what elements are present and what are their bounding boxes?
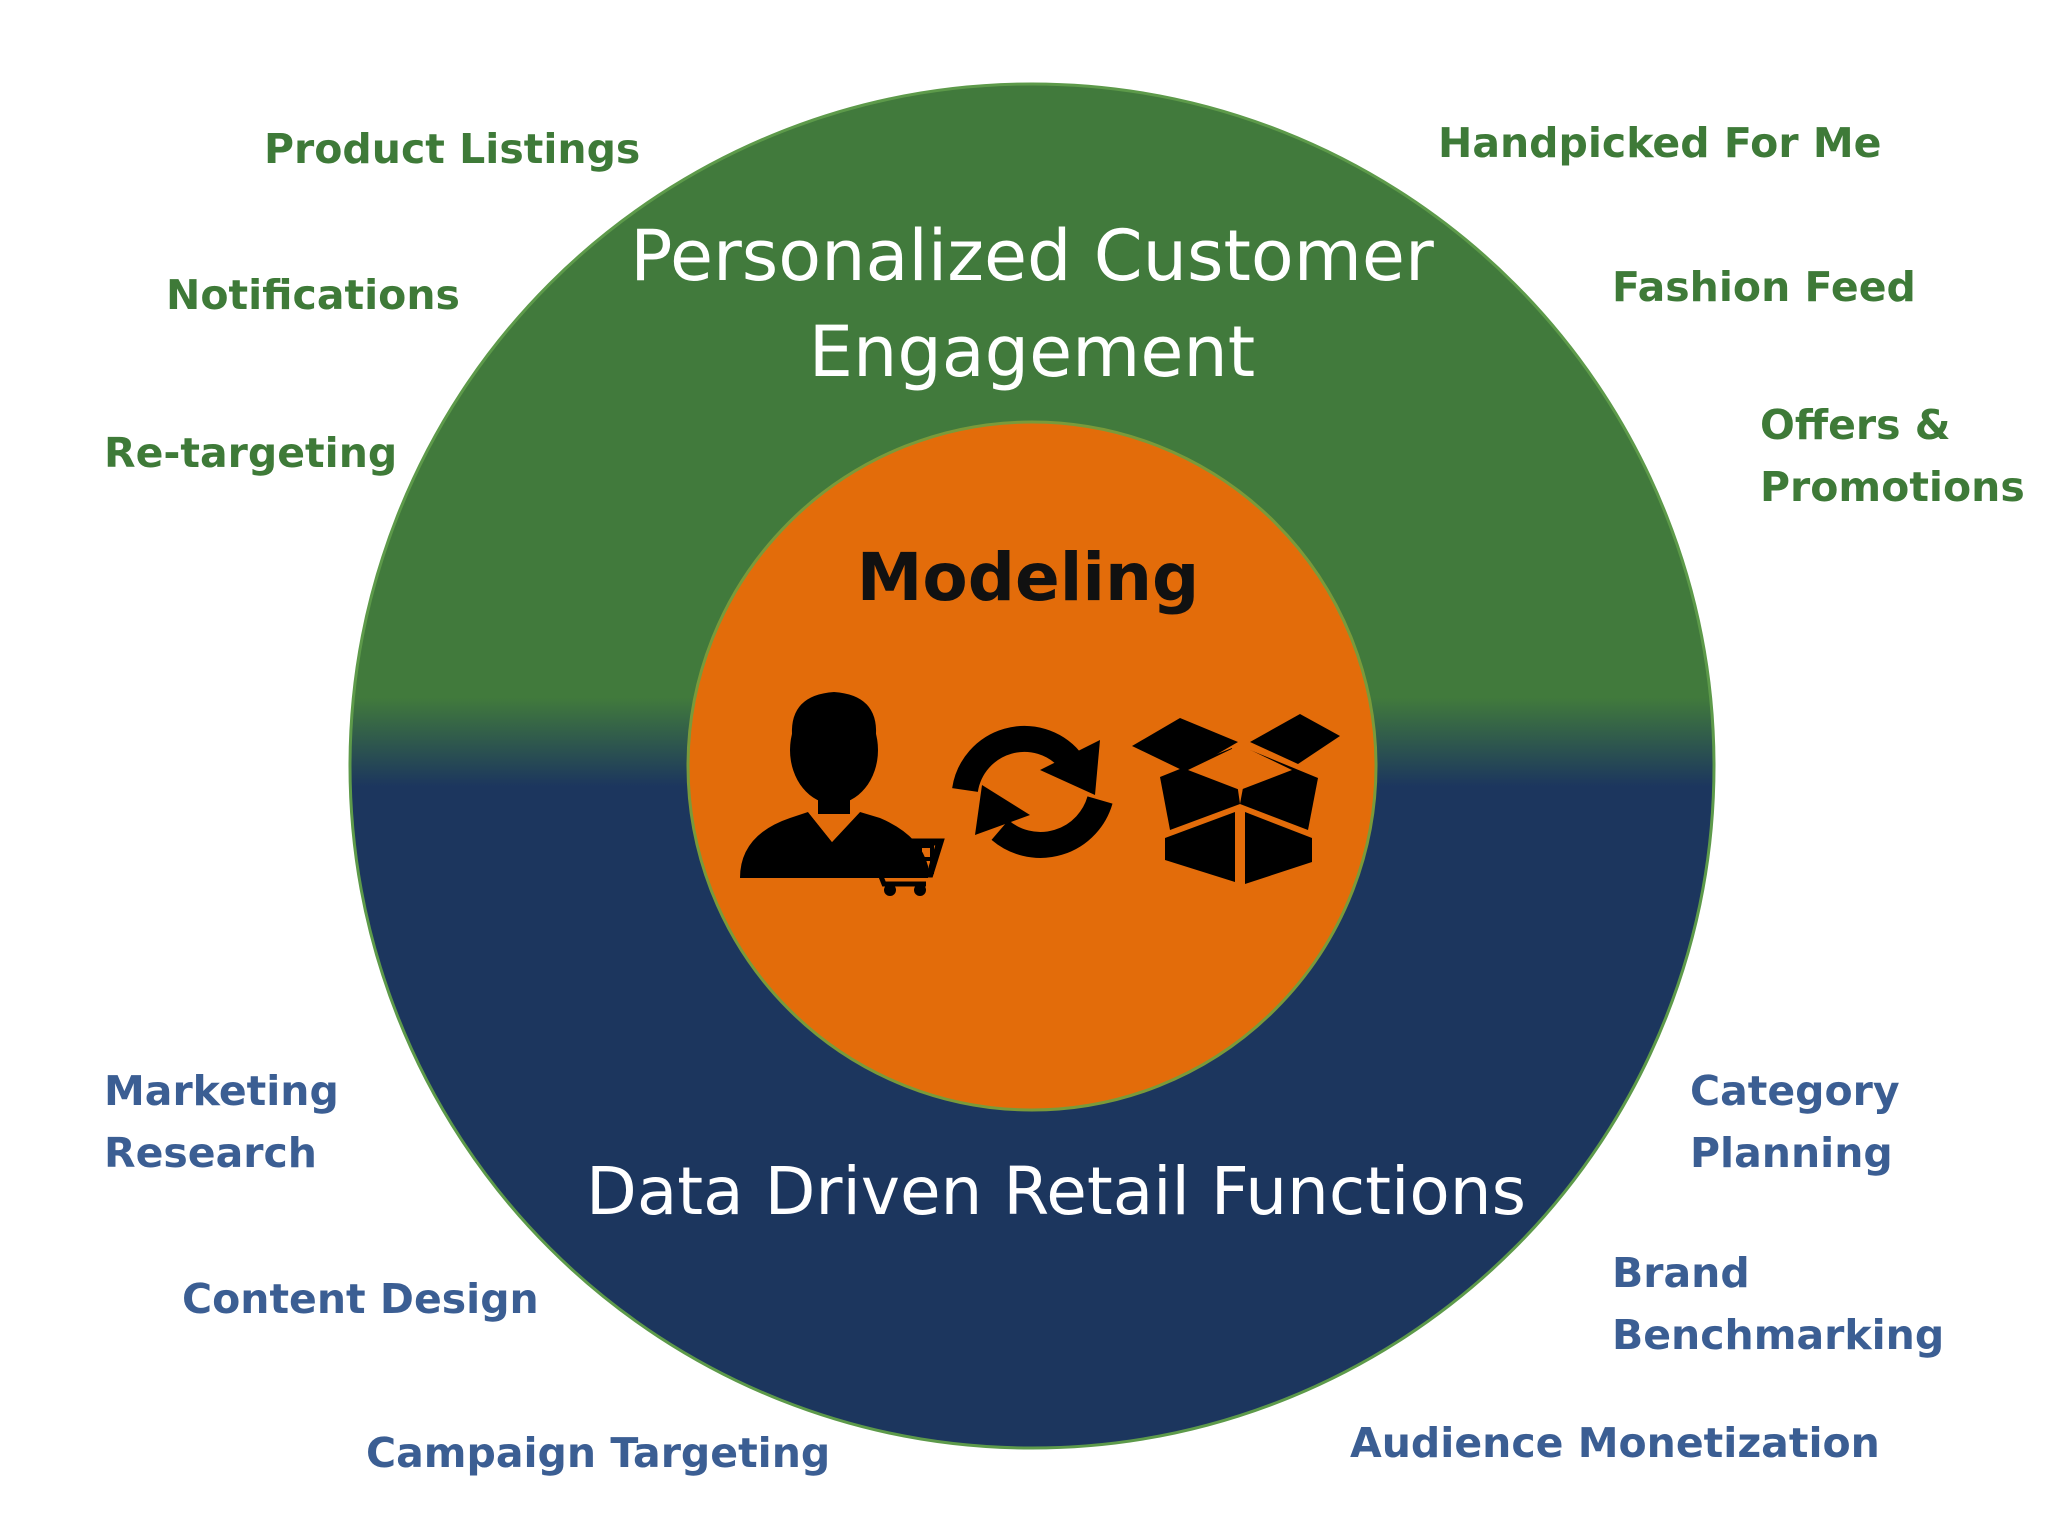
- label-brand-benchmarking: Brand Benchmarking: [1612, 1249, 1945, 1359]
- label-audience-monetization: Audience Monetization: [1350, 1419, 1880, 1467]
- top-title-line-2: Engagement: [809, 311, 1256, 393]
- label-handpicked-for-me: Handpicked For Me: [1438, 119, 1882, 167]
- label-product-listings: Product Listings: [264, 125, 641, 173]
- label-marketing-research: Marketing Research: [104, 1067, 339, 1177]
- label-content-design: Content Design: [182, 1275, 539, 1323]
- center-title: Modeling: [857, 539, 1200, 616]
- shopper-with-cart-icon: [740, 692, 945, 896]
- label-campaign-targeting: Campaign Targeting: [366, 1429, 831, 1477]
- open-box-icon: [1132, 714, 1340, 884]
- refresh-arrows-icon: [952, 725, 1113, 858]
- label-fashion-feed: Fashion Feed: [1612, 263, 1916, 311]
- inner-circle: [686, 420, 1378, 1112]
- label-re-targeting: Re-targeting: [104, 429, 398, 477]
- top-title-line-1: Personalized Customer: [630, 215, 1434, 297]
- label-notifications: Notifications: [166, 271, 460, 319]
- bottom-title: Data Driven Retail Functions: [586, 1153, 1526, 1230]
- label-offers-promotions: Offers & Promotions: [1760, 401, 2025, 511]
- label-category-planning: Category Planning: [1690, 1067, 1900, 1177]
